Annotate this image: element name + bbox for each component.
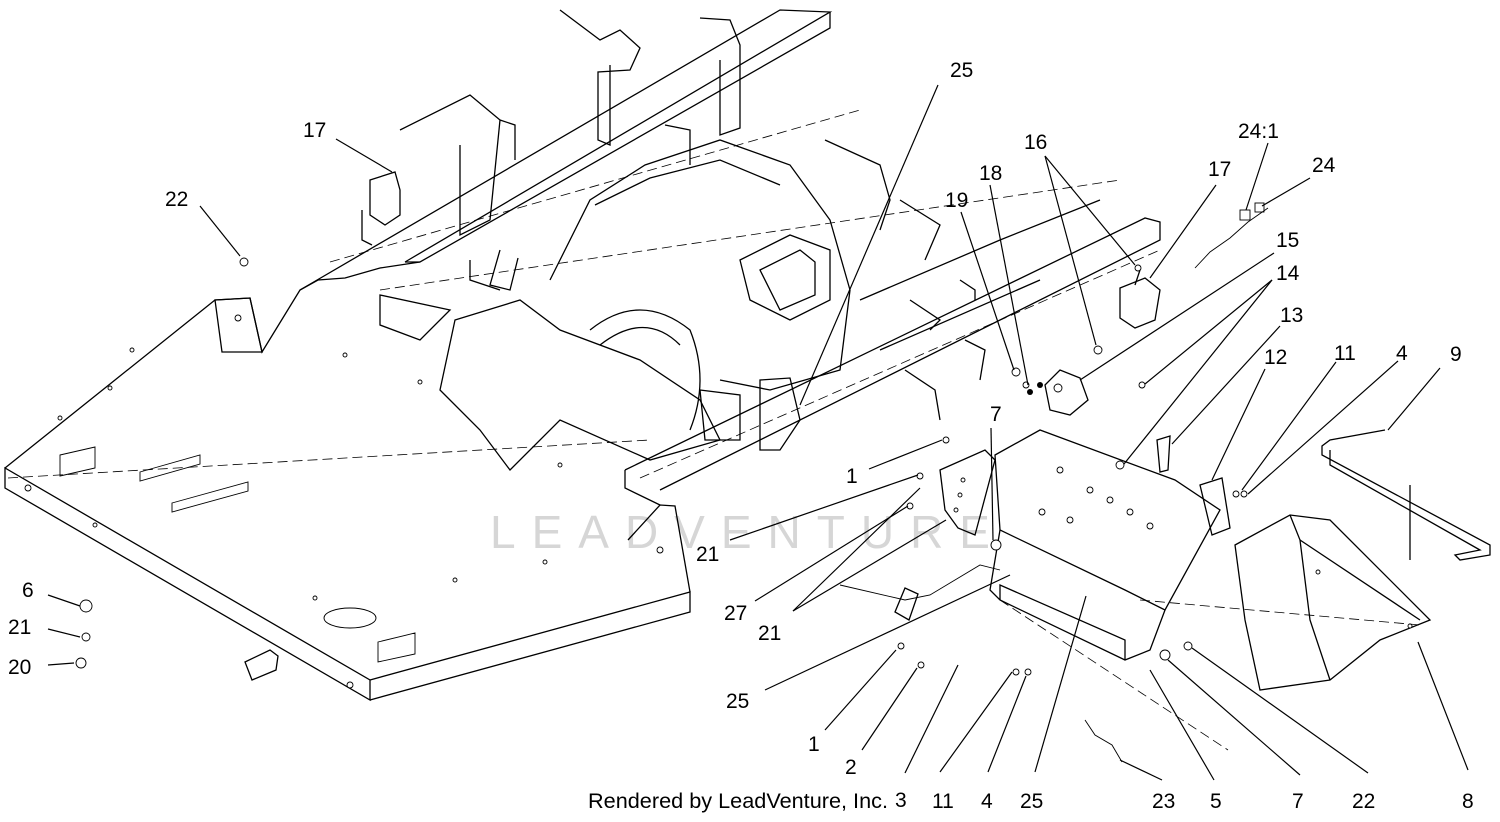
solenoid — [1027, 369, 1089, 416]
callout-8: 8 — [1462, 790, 1474, 813]
relay-left — [361, 171, 401, 246]
callout-12: 12 — [1264, 346, 1287, 369]
callout-14: 14 — [1276, 262, 1300, 285]
deck-spindle-hole — [323, 607, 377, 629]
callout-7-top: 7 — [990, 403, 1002, 426]
bracket-assembly — [839, 449, 1001, 621]
callout-13: 13 — [1280, 304, 1303, 327]
callout-4-top: 4 — [1396, 342, 1408, 365]
fuse-block — [244, 649, 279, 681]
callout-24: 24 — [1312, 154, 1336, 177]
callout-6: 6 — [22, 579, 34, 602]
callout-4-bottom: 4 — [981, 790, 993, 813]
callout-21-center-lower: 21 — [758, 622, 781, 645]
callout-23: 23 — [1152, 790, 1175, 813]
callout-1-bottom: 1 — [808, 733, 820, 756]
callout-21-center: 21 — [696, 543, 719, 566]
callout-5: 5 — [1210, 790, 1222, 813]
bracket-12 — [1199, 477, 1231, 536]
callout-25-bottom: 25 — [1020, 790, 1043, 813]
fasteners — [75, 257, 1248, 676]
leader-lines — [47, 84, 1469, 781]
callout-18: 18 — [979, 162, 1002, 185]
deck-plate — [4, 261, 691, 702]
control-panel-plate — [989, 429, 1421, 751]
callout-labels: 25 17 22 16 24:1 24 17 18 19 15 14 13 12… — [8, 59, 1474, 813]
engine — [379, 139, 851, 471]
callout-20: 20 — [8, 656, 31, 679]
callout-11-top: 11 — [1334, 342, 1356, 365]
relay-right — [1119, 269, 1161, 329]
callout-17-right: 17 — [1208, 158, 1231, 181]
callout-17-left: 17 — [303, 119, 326, 142]
callout-24-1: 24:1 — [1238, 120, 1279, 143]
engine-air-intake — [739, 234, 831, 321]
side-cover — [1234, 514, 1432, 691]
render-credit: Rendered by LeadVenture, Inc. — [588, 790, 888, 813]
callout-15: 15 — [1276, 229, 1299, 252]
callout-16: 16 — [1024, 131, 1047, 154]
callout-22-right: 22 — [1352, 790, 1375, 813]
deck-opening — [379, 294, 452, 341]
callout-21-left: 21 — [8, 616, 31, 639]
wire-harness-24 — [1194, 202, 1269, 269]
main-frame — [299, 9, 1161, 506]
callout-22-left: 22 — [165, 188, 188, 211]
callout-27: 27 — [724, 602, 747, 625]
lever-13 — [1156, 435, 1171, 473]
watermark: LEADVENTURE — [490, 506, 1006, 558]
callout-25-lower-left: 25 — [726, 690, 749, 713]
callout-7-bottom: 7 — [1292, 790, 1304, 813]
control-rod — [1321, 429, 1491, 561]
callout-19: 19 — [945, 189, 968, 212]
callout-3: 3 — [895, 789, 907, 812]
callout-11-bottom: 11 — [932, 790, 954, 813]
callout-25-top: 25 — [950, 59, 973, 82]
callout-2: 2 — [845, 756, 857, 779]
callout-9: 9 — [1450, 343, 1462, 366]
wire-23 — [1084, 719, 1123, 763]
callout-1-top: 1 — [846, 465, 858, 488]
